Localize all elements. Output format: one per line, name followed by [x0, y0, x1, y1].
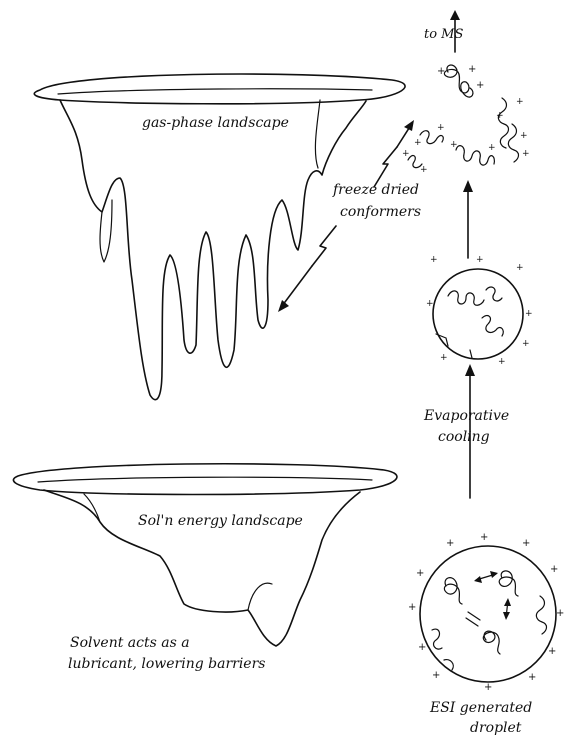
cooling-label: cooling — [438, 429, 490, 445]
svg-text:+: + — [498, 357, 506, 367]
freeze-dried-label-2: conformers — [340, 204, 421, 220]
svg-text:+: + — [432, 670, 440, 681]
svg-text:+: + — [525, 309, 533, 319]
svg-text:+: + — [550, 564, 558, 575]
gas-phase-ions: + + + + + + + + + + + + + — [402, 64, 530, 175]
arrow-droplet-to-gas — [463, 180, 473, 258]
solution-label: Sol'n energy landscape — [138, 513, 303, 529]
svg-text:+: + — [416, 568, 424, 579]
svg-text:+: + — [522, 538, 530, 549]
svg-text:+: + — [414, 138, 422, 148]
svg-text:+: + — [516, 97, 524, 107]
esi-label-2: droplet — [470, 720, 522, 736]
svg-text:+: + — [522, 339, 530, 349]
esi-label-1: ESI generated — [429, 700, 532, 716]
svg-text:+: + — [488, 143, 496, 153]
solution-landscape: Sol'n energy landscape — [13, 464, 397, 646]
svg-text:+: + — [418, 642, 426, 653]
svg-text:+: + — [408, 602, 416, 613]
gas-phase-label: gas-phase landscape — [142, 115, 289, 131]
svg-text:+: + — [528, 672, 536, 683]
esi-droplet: + + + + + + + + + + + + — [408, 532, 564, 693]
solvent-label-2: lubricant, lowering barriers — [68, 656, 265, 672]
svg-text:+: + — [437, 66, 445, 77]
gas-phase-landscape: gas-phase landscape — [34, 74, 405, 400]
svg-text:+: + — [450, 140, 458, 150]
lightning-arrow-lower — [278, 226, 336, 312]
svg-text:+: + — [468, 64, 476, 75]
svg-text:+: + — [522, 149, 530, 159]
svg-text:+: + — [446, 538, 454, 549]
svg-text:+: + — [440, 353, 448, 363]
freeze-dried-label-1: freeze dried — [332, 182, 419, 198]
svg-text:+: + — [420, 165, 428, 175]
svg-text:+: + — [426, 299, 434, 309]
svg-text:+: + — [516, 263, 524, 273]
solvent-label-1: Solvent acts as a — [70, 635, 190, 651]
svg-text:+: + — [430, 255, 438, 265]
svg-text:+: + — [476, 255, 484, 265]
svg-text:+: + — [556, 608, 564, 619]
svg-text:+: + — [437, 123, 445, 133]
svg-text:+: + — [496, 111, 504, 121]
svg-text:+: + — [484, 682, 492, 693]
svg-text:+: + — [480, 532, 488, 543]
svg-text:+: + — [520, 131, 528, 141]
evaporative-label: Evaporative — [423, 408, 509, 424]
svg-text:+: + — [548, 646, 556, 657]
to-ms-label: to MS — [424, 27, 463, 42]
svg-text:+: + — [476, 80, 484, 91]
evaporated-droplet: + + + + + + + + — [426, 255, 533, 367]
svg-text:+: + — [402, 149, 410, 159]
